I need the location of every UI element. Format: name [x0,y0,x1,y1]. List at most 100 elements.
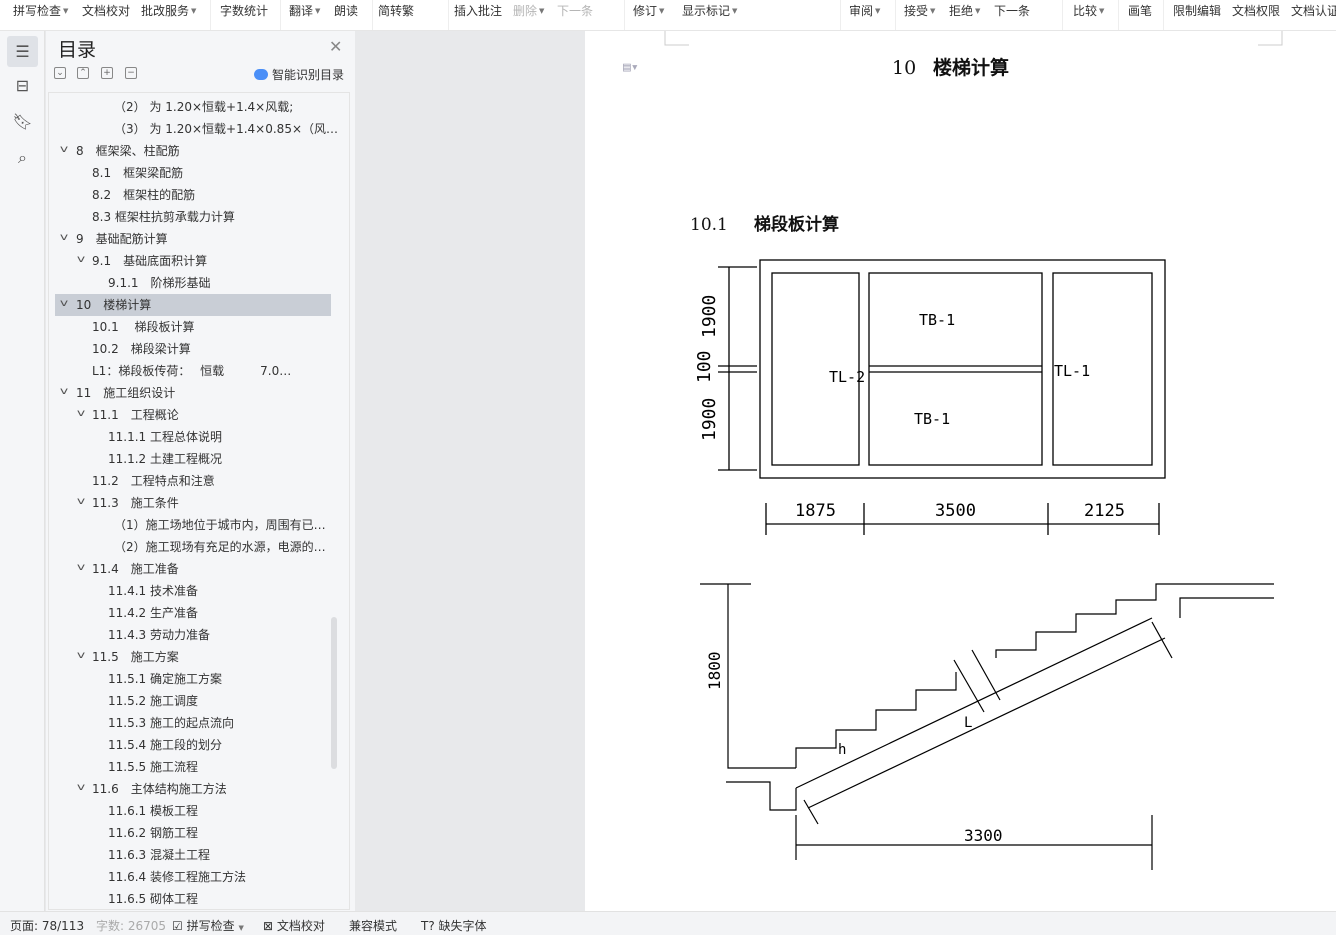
toc-item[interactable]: 11.5.2 施工调度 [55,690,331,712]
smart-toc-button[interactable]: 智能识别目录 [254,66,344,83]
toc-item[interactable]: v 9.1 基础底面积计算 [55,250,331,272]
toolbar-button[interactable]: 下一条 [994,2,1030,19]
dropdown-caret-icon: ▼ [875,7,881,15]
expand-up-icon[interactable]: ⌃ [77,67,89,79]
dropdown-caret-icon: ▼ [315,7,321,15]
toc-item[interactable]: 11.6.4 装修工程施工方法 [55,866,331,888]
toolbar-button[interactable]: 修订▼ [633,2,664,19]
navigation-icon[interactable]: ⊟ [15,76,30,95]
remove-level-icon[interactable]: − [125,67,137,79]
toc-item[interactable]: 11.5.5 施工流程 [55,756,331,778]
toc-item[interactable]: 11.6.3 混凝土工程 [55,844,331,866]
toc-item[interactable]: v 9 基础配筋计算 [55,228,331,250]
chevron-down-icon[interactable]: v [76,782,86,793]
toolbar-button[interactable]: 文档认证 [1291,2,1336,19]
toc-item-label: 11.4.2 生产准备 [108,606,198,620]
compat-mode[interactable]: 兼容模式 [349,919,398,933]
toc-item[interactable]: 8.2 框架柱的配筋 [55,184,331,206]
toc-item[interactable]: 8.1 框架梁配筋 [55,162,331,184]
bookmark-icon[interactable]: 🔖︎ [12,112,33,131]
toc-item-label: （1）施工场地位于城市内，周围有已… [114,518,326,532]
toolbar-button[interactable]: 文档校对 [82,2,130,19]
toc-item-label: 11.4.3 劳动力准备 [108,628,210,642]
toc-item[interactable]: 10.1 梯段板计算 [55,316,331,338]
toc-item-label: 9 基础配筋计算 [76,232,168,246]
spell-check-button[interactable]: ☑ 拼写检查 ▼ [172,919,244,933]
close-icon[interactable]: ✕ [329,37,343,56]
toc-item[interactable]: 11.4.2 生产准备 [55,602,331,624]
toc-item[interactable]: 11.4.3 劳动力准备 [55,624,331,646]
toolbar-button[interactable]: 限制编辑 [1173,2,1221,19]
toc-item[interactable]: 9.1.1 阶梯形基础 [55,272,331,294]
dim-left: 100 [694,350,715,383]
toolbar-button[interactable]: 批改服务▼ [141,2,196,19]
missing-font-button[interactable]: T? 缺失字体 [421,917,487,934]
toc-item[interactable]: （2）施工现场有充足的水源，电源的… [55,536,331,558]
toc-item[interactable]: 10.2 梯段梁计算 [55,338,331,360]
chevron-down-icon[interactable]: v [76,562,86,573]
toolbar-button[interactable]: 文档权限 [1232,2,1280,19]
chevron-down-icon[interactable]: v [76,254,86,265]
chevron-down-icon[interactable]: v [59,298,69,309]
toolbar-button[interactable]: 拒绝▼ [949,2,980,19]
search-icon[interactable]: ⌕ [18,147,27,167]
toc-panel-icon[interactable]: ☰ [7,36,38,67]
toc-item[interactable]: 11.2 工程特点和注意 [55,470,331,492]
chevron-down-icon[interactable]: v [76,496,86,507]
chevron-down-icon[interactable]: v [59,144,69,155]
toc-item[interactable]: 11.5.1 确定施工方案 [55,668,331,690]
toc-item[interactable]: 11.6.5 砌体工程 [55,888,331,909]
toolbar-button[interactable]: 翻译▼ [289,2,320,19]
chevron-down-icon[interactable]: v [76,408,86,419]
add-level-icon[interactable]: + [101,67,113,79]
toc-item[interactable]: 11.5.3 施工的起点流向 [55,712,331,734]
toc-item[interactable]: 11.1.2 土建工程概况 [55,448,331,470]
toolbar-button[interactable]: 比较▼ [1073,2,1104,19]
toolbar-button-label: 字数统计 [220,4,269,18]
toolbar-button[interactable]: 插入批注 [454,2,502,19]
chevron-down-icon[interactable]: v [59,232,69,243]
word-count[interactable]: 字数: 26705 [96,919,167,933]
toolbar-button[interactable]: 拼写检查▼ [13,2,68,19]
proofread-button[interactable]: ⊠ 文档校对 [263,917,325,934]
toc-item[interactable]: 11.6.2 钢筋工程 [55,822,331,844]
toc-item-label: （2）施工现场有充足的水源，电源的… [114,540,326,554]
toolbar-button[interactable]: 删除▼ [513,2,544,19]
toolbar-button[interactable]: 字数统计 [220,2,268,19]
toolbar-button[interactable]: 画笔 [1128,2,1152,19]
toc-item[interactable]: 11.4.1 技术准备 [55,580,331,602]
toolbar-button[interactable]: 接受▼ [904,2,935,19]
toolbar-button[interactable]: 显示标记▼ [682,2,737,19]
toolbar-button[interactable]: 简转繁 [378,2,414,19]
toc-item[interactable]: （2） 为 1.20×恒载+1.4×风载; [55,96,331,118]
toc-item[interactable]: 11.6.1 模板工程 [55,800,331,822]
dim-bottom: 3500 [935,501,976,521]
chevron-down-icon[interactable]: v [59,386,69,397]
toolbar-button[interactable]: 朗读 [334,2,358,19]
toc-item[interactable]: （1）施工场地位于城市内，周围有已… [55,514,331,536]
toc-item[interactable]: 11.1.1 工程总体说明 [55,426,331,448]
toolbar-button[interactable]: 审阅▼ [849,2,880,19]
toolbar-button-label: 审阅 [849,4,874,18]
chevron-down-icon[interactable]: v [76,650,86,661]
toolbar-button[interactable]: 下一条 [557,2,593,19]
collapse-all-icon[interactable]: ⌄ [54,67,66,79]
toc-item[interactable]: 11.5.4 施工段的划分 [55,734,331,756]
toc-item[interactable]: 8.3 框架柱抗剪承载力计算 [55,206,331,228]
toolbar-button-label: 比较 [1073,4,1098,18]
toc-scrollbar[interactable] [331,617,337,769]
label-L: L [964,715,972,731]
dropdown-caret-icon: ▼ [539,7,545,15]
toc-item-label: 9.1 基础底面积计算 [92,254,208,268]
page-indicator[interactable]: 页面: 78/113 [10,919,85,933]
toc-item[interactable]: L1：梯段板传荷： 恒载 7.0… [55,360,331,382]
toc-item[interactable]: （3） 为 1.20×恒载+1.4×0.85×（风… [55,118,338,140]
